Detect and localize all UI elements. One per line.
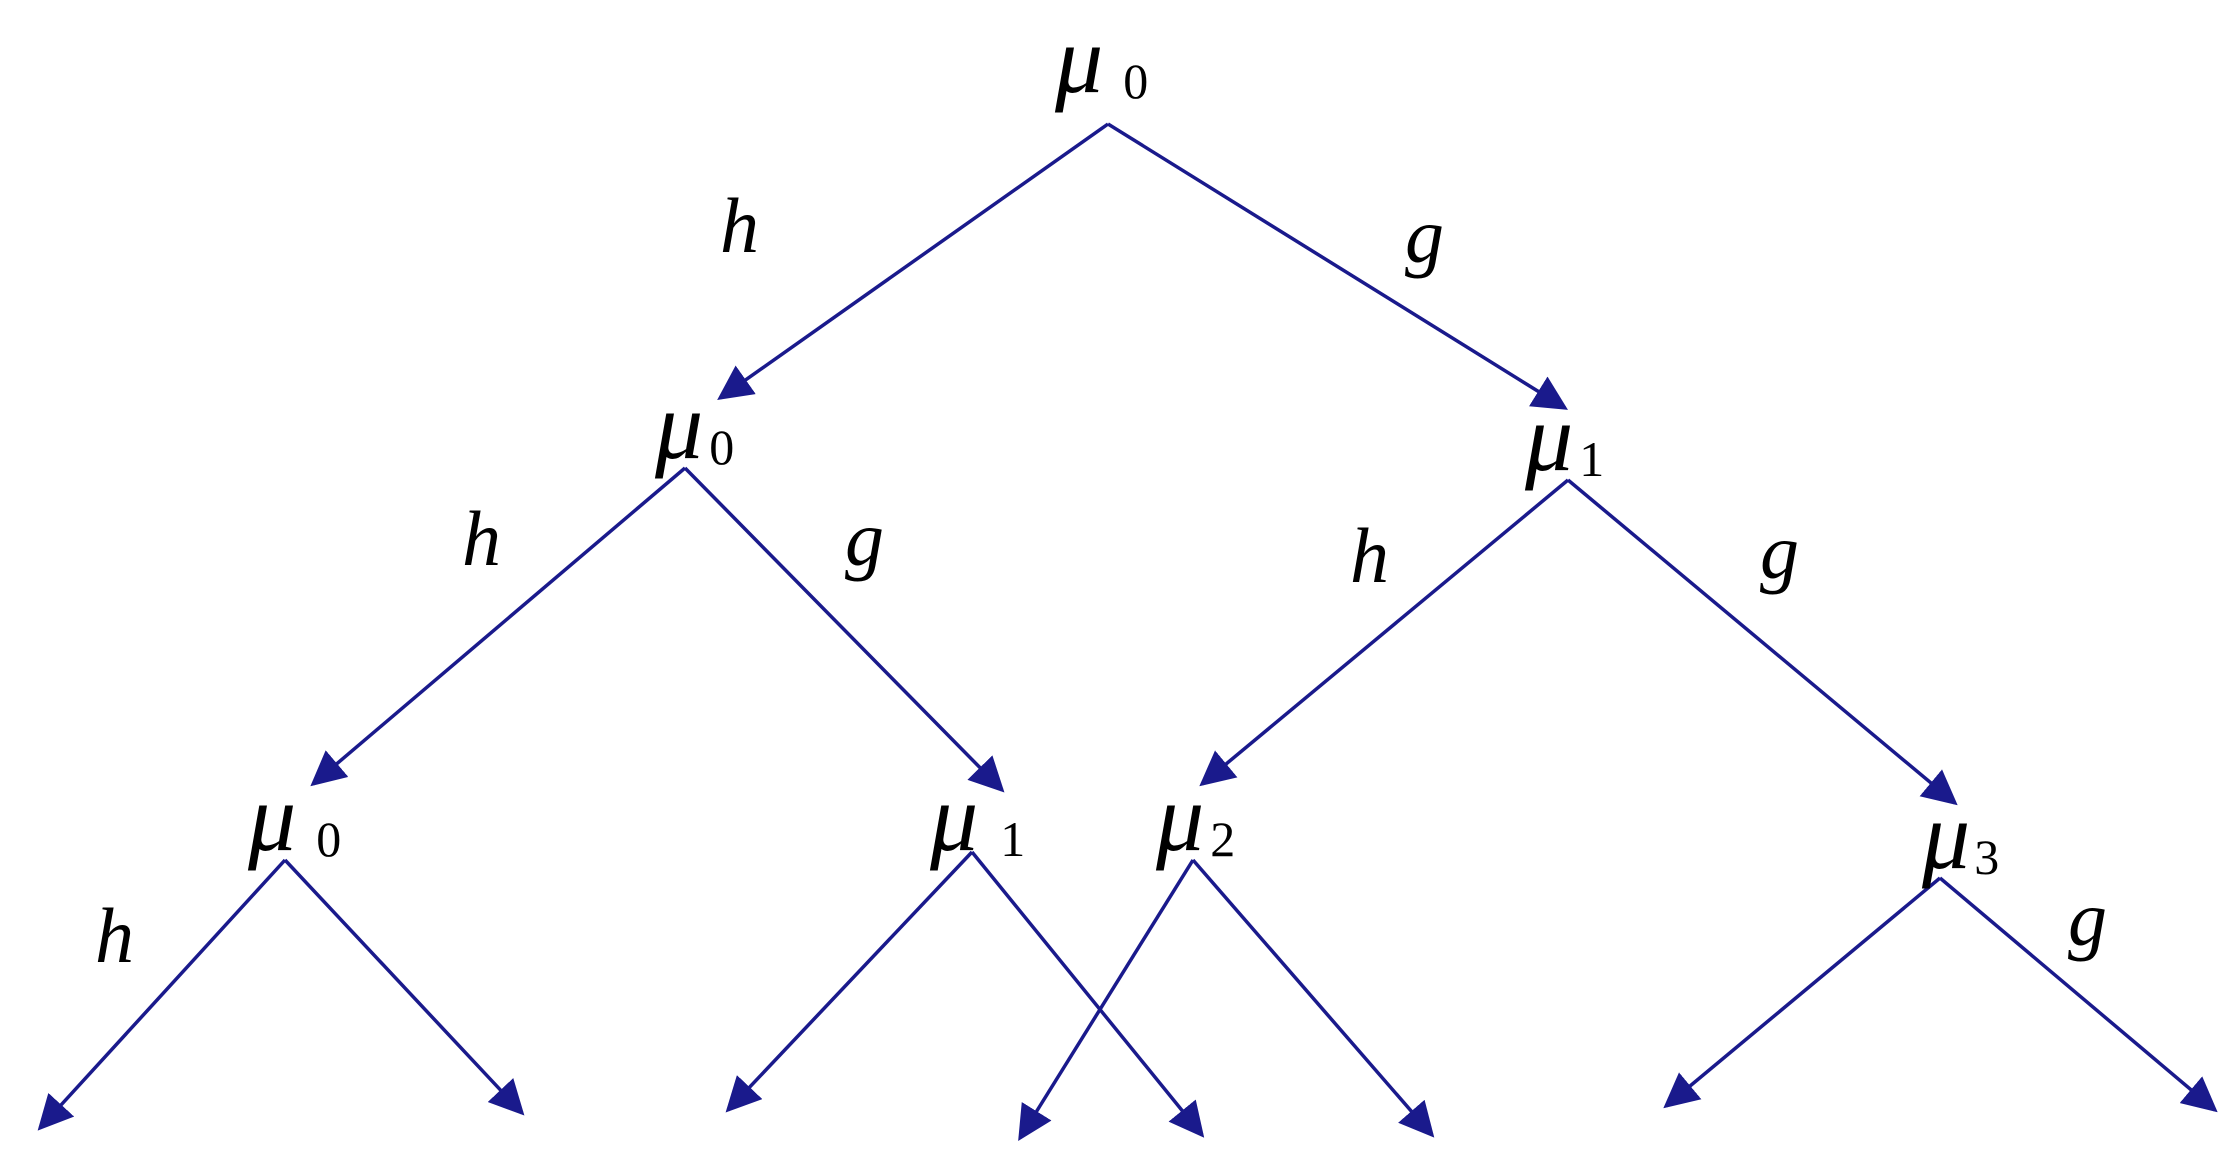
edge-label-l1g-g: g: [1760, 508, 1799, 595]
edge-l2hh-h: [37, 858, 287, 1131]
edge-l1h-g: [683, 466, 1005, 793]
edge-label-l1h-g: g: [845, 495, 884, 582]
edge-l1g-g: [1566, 478, 1958, 806]
edge-label-l2hh-h: h: [95, 892, 134, 979]
node-l2-gg: μ3: [1921, 782, 1999, 889]
edge-l2hh-g: [283, 858, 525, 1116]
edge-l2hg-g: [970, 850, 1205, 1138]
edge-label-root-h: h: [720, 182, 759, 269]
edge-label-l1h-h: h: [462, 495, 501, 582]
edge-root-g: [1107, 122, 1568, 410]
edge-l1g-h: [1199, 478, 1570, 787]
edge-l2gh-g: [1191, 858, 1435, 1138]
edge-l2hg-h: [725, 850, 974, 1113]
edge-root-h: [717, 122, 1110, 401]
edge-label-root-g: g: [1405, 192, 1444, 279]
edge-label-l2gg-g: g: [2068, 875, 2107, 962]
edge-l2gg-g: [1938, 876, 2218, 1113]
edge-l1h-h: [310, 466, 687, 787]
edge-l2gg-h: [1663, 876, 1942, 1109]
edge-label-l1g-h: h: [1350, 512, 1389, 599]
edge-l2gh-h: [1018, 859, 1195, 1141]
